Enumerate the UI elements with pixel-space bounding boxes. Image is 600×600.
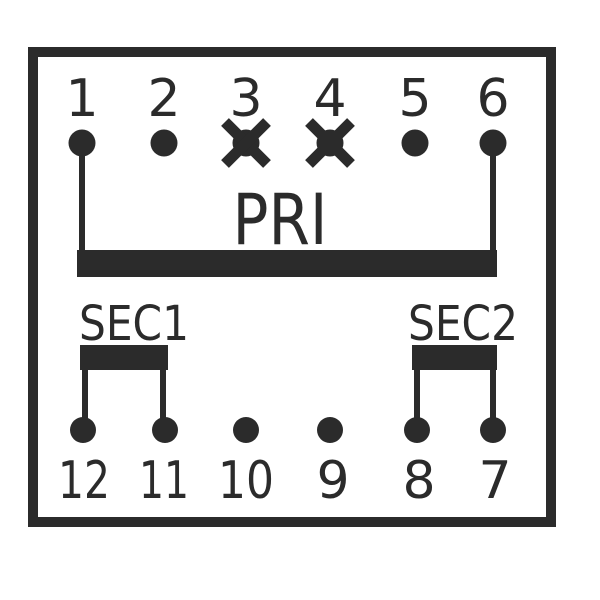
pin-label-6: 6 bbox=[476, 69, 509, 129]
component-outline bbox=[28, 47, 556, 527]
pin-7-dot bbox=[480, 417, 506, 443]
pin-label-12: 12 bbox=[58, 451, 110, 511]
bottom-pin-labels: 12 11 10 9 8 7 bbox=[58, 451, 512, 511]
pin-12-dot bbox=[70, 417, 96, 443]
pin-4-no-connect-x-icon bbox=[305, 118, 355, 168]
sec2-winding-bar bbox=[412, 345, 497, 370]
pri-winding-bar bbox=[77, 250, 497, 277]
pin-label-1: 1 bbox=[65, 69, 98, 129]
pin-8-dot bbox=[404, 417, 430, 443]
sec1-winding-label: SEC1 bbox=[79, 296, 189, 352]
x-stroke bbox=[221, 118, 271, 168]
pin-label-10: 10 bbox=[218, 451, 274, 511]
pri-winding-label: PRI bbox=[233, 179, 328, 261]
pin-label-11: 11 bbox=[139, 451, 189, 511]
bottom-pin-dots bbox=[70, 417, 506, 443]
pin-3-no-connect-x-icon bbox=[221, 118, 271, 168]
pin-label-2: 2 bbox=[147, 69, 180, 129]
pin-label-8: 8 bbox=[402, 451, 435, 511]
pin-5-dot bbox=[401, 129, 429, 157]
pin-label-5: 5 bbox=[398, 69, 431, 129]
pin-label-3: 3 bbox=[229, 69, 262, 129]
pin-label-9: 9 bbox=[316, 451, 349, 511]
pin-9-dot bbox=[317, 417, 343, 443]
pin-label-4: 4 bbox=[313, 69, 346, 129]
x-stroke bbox=[305, 118, 355, 168]
pin-label-7: 7 bbox=[478, 451, 511, 511]
pin-11-dot bbox=[152, 417, 178, 443]
pin-2-dot bbox=[150, 129, 178, 157]
top-pin-labels: 1 2 3 4 5 6 bbox=[65, 69, 509, 129]
sec1-winding-bar bbox=[80, 345, 168, 370]
pin-10-dot bbox=[233, 417, 259, 443]
sec2-winding-label: SEC2 bbox=[408, 296, 518, 352]
top-pin-dots bbox=[68, 129, 507, 157]
